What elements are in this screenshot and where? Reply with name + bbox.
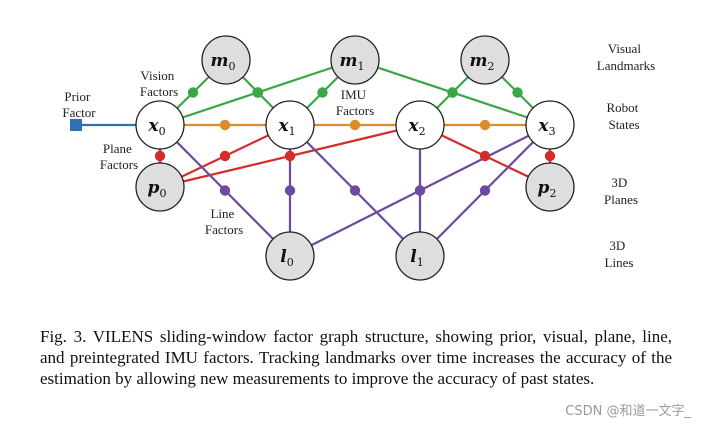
node-label-sub-p0: 0 <box>159 187 166 200</box>
vision-factor-dot-m2-x2 <box>447 87 458 98</box>
line-factors-label: Line Factors <box>205 206 243 237</box>
factors-layer <box>154 87 556 196</box>
node-label-base-x1: x <box>277 116 289 136</box>
plane-factor-dot-x1-p0 <box>219 150 231 162</box>
vision-factor-dot-m1-x1 <box>317 87 328 98</box>
node-label-p0: p0 <box>148 178 167 200</box>
line-factor-dot-x1-l1 <box>349 185 361 196</box>
plane-factor-dot-x3-p2 <box>544 150 556 162</box>
node-label-base-m2: m <box>470 51 488 71</box>
node-m0 <box>201 35 251 85</box>
line-factor-dot-x2-l1 <box>414 185 426 196</box>
vision-factor-dot-m2-x3 <box>512 87 523 98</box>
imu-factor-dot-x1-x2 <box>349 119 361 131</box>
node-label-sub-m1: 1 <box>358 60 365 73</box>
robot-states-label: Robot States <box>606 100 641 132</box>
node-label-sub-l0: 0 <box>287 256 294 269</box>
line-factor-dot-x3-l1 <box>479 185 491 196</box>
plane-factor-dot-x0-p0 <box>154 150 166 162</box>
node-label-x0: x0 <box>147 116 165 138</box>
node-label-base-m1: m <box>340 51 358 71</box>
node-label-sub-x1: 1 <box>289 125 296 138</box>
node-label-sub-x3: 3 <box>549 125 556 138</box>
node-label-l0: l0 <box>280 247 293 269</box>
node-label-base-x3: x <box>537 116 549 136</box>
prior-factor-group <box>70 119 141 131</box>
line-factor-dot-x1-l0 <box>284 185 296 196</box>
node-label-m1: m1 <box>340 51 365 73</box>
node-label-sub-p2: 2 <box>549 187 556 200</box>
node-label-base-p2: p <box>538 178 550 198</box>
node-label-p2: p2 <box>538 178 557 200</box>
node-label-m2: m2 <box>470 51 495 73</box>
node-label-x3: x3 <box>537 116 555 138</box>
node-label-sub-m2: 2 <box>488 60 495 73</box>
visual-landmarks-label: Visual Landmarks <box>597 41 655 73</box>
node-p2 <box>525 162 575 212</box>
vision-factors-label: Vision Factors <box>140 68 178 99</box>
node-label-base-p0: p <box>148 178 160 198</box>
vision-factor-dot-m0-x0 <box>187 87 199 98</box>
figure-caption: Fig. 3. VILENS sliding-window factor gra… <box>40 327 672 388</box>
node-label-m0: m0 <box>211 51 236 73</box>
node-label-base-l1: l <box>410 247 417 267</box>
imu-factor-dot-x0-x1 <box>219 119 231 131</box>
node-label-base-x2: x <box>407 116 419 136</box>
node-x2 <box>395 100 445 150</box>
prior-factor-label: Prior Factor <box>62 89 96 120</box>
line-factor-dot-x0-l0 <box>219 185 231 196</box>
node-label-base-l0: l <box>280 247 287 267</box>
node-label-l1: l1 <box>410 247 423 269</box>
imu-factor-dot-x2-x3 <box>479 119 491 131</box>
plane-factor-dot-x2-p0 <box>284 150 296 162</box>
node-m1 <box>330 35 380 85</box>
node-x3 <box>525 100 575 150</box>
node-label-sub-m0: 0 <box>229 60 236 73</box>
node-x1 <box>265 100 315 150</box>
node-label-sub-x2: 2 <box>419 125 426 138</box>
plane-factors-label: Plane Factors <box>100 141 138 172</box>
vision-factor-dot-m1-x0 <box>252 87 263 98</box>
prior-factor-square <box>70 119 82 131</box>
node-l1 <box>395 231 445 281</box>
node-label-x2: x2 <box>407 116 425 138</box>
3d-lines-label: 3D Lines <box>605 238 634 270</box>
node-label-sub-l1: 1 <box>417 256 424 269</box>
node-x0 <box>135 100 185 150</box>
imu-factors-label: IMU Factors <box>336 87 374 118</box>
node-label-base-x0: x <box>147 116 159 136</box>
node-m2 <box>460 35 510 85</box>
node-label-sub-x0: 0 <box>159 125 166 138</box>
node-label-x1: x1 <box>277 116 295 138</box>
csdn-watermark: CSDN @和道一文字_ <box>565 404 691 419</box>
node-label-base-m0: m <box>211 51 229 71</box>
node-p0 <box>135 162 185 212</box>
plane-factor-dot-x2-p2 <box>479 150 491 162</box>
node-l0 <box>265 231 315 281</box>
3d-planes-label: 3D Planes <box>604 175 638 207</box>
